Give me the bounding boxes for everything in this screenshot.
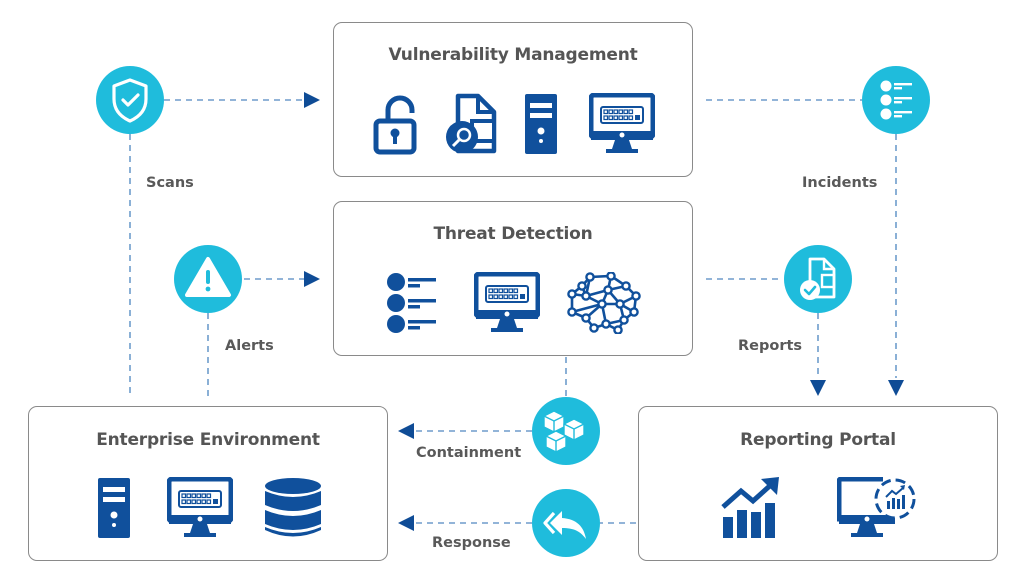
- server-tower-icon: [97, 477, 131, 539]
- reports-node: [784, 245, 852, 313]
- neural-network-icon: [566, 272, 642, 334]
- enterprise-environment-title: Enterprise Environment: [96, 430, 320, 450]
- bullet-list-icon: [386, 272, 438, 334]
- arrowhead-left-response: [398, 515, 414, 531]
- threat-detection-title: Threat Detection: [433, 224, 593, 244]
- scans-node: [96, 66, 164, 134]
- server-tower-icon: [524, 93, 558, 155]
- containment-node: [532, 397, 600, 465]
- incidents-label: Incidents: [802, 175, 878, 191]
- monitor-switch-icon: [589, 93, 655, 155]
- list-icon: [880, 80, 912, 120]
- reports-label: Reports: [738, 338, 803, 354]
- response-node: [532, 489, 600, 557]
- incidents-node: [862, 66, 930, 134]
- document-search-icon: [442, 93, 498, 155]
- containment-label: Containment: [416, 445, 522, 461]
- enterprise-environment-box: Enterprise Environment: [28, 406, 388, 561]
- shield-check-icon: [112, 78, 148, 123]
- monitor-analytics-icon: [837, 477, 917, 539]
- response-label: Response: [432, 535, 511, 551]
- arrowhead-down-reports: [810, 380, 826, 396]
- alerts-node: [174, 245, 242, 313]
- reply-arrow-icon: [543, 511, 586, 539]
- database-icon: [264, 477, 322, 539]
- arrowhead-left-containment: [398, 423, 414, 439]
- monitor-switch-icon: [474, 272, 540, 334]
- arrowhead-down-incidents: [888, 380, 904, 396]
- growth-chart-icon: [721, 477, 781, 539]
- warning-triangle-icon: [185, 257, 231, 297]
- scans-label: Scans: [146, 175, 194, 191]
- unlocked-padlock-icon: [372, 93, 422, 155]
- arrowhead-right-vulnerability: [304, 92, 320, 108]
- reporting-portal-box: Reporting Portal: [638, 406, 998, 561]
- document-check-icon: [800, 257, 836, 300]
- cubes-icon: [543, 410, 585, 453]
- monitor-switch-icon: [167, 477, 233, 539]
- vulnerability-management-title: Vulnerability Management: [388, 45, 638, 65]
- alerts-label: Alerts: [225, 338, 274, 354]
- reporting-portal-title: Reporting Portal: [740, 430, 896, 450]
- threat-detection-box: Threat Detection: [333, 201, 693, 356]
- vulnerability-management-box: Vulnerability Management: [333, 22, 693, 177]
- arrowhead-right-threat: [304, 271, 320, 287]
